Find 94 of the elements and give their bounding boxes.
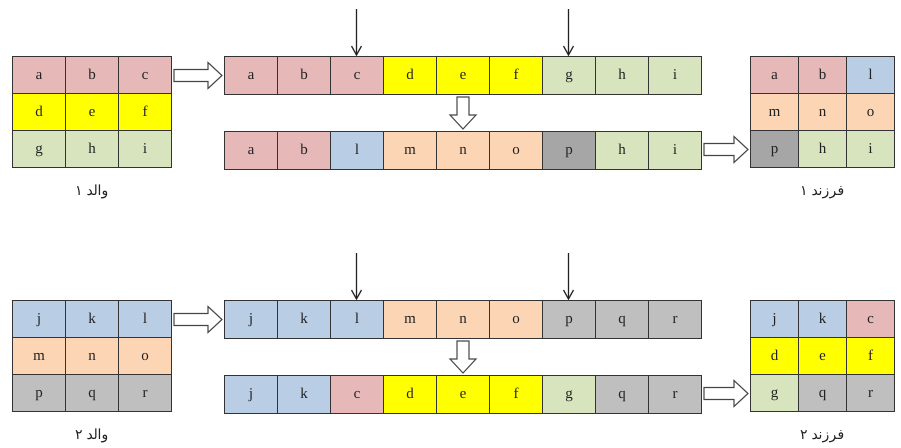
gene-cell: a [751, 57, 798, 93]
gene-cell: f [119, 94, 171, 130]
gene-cell: g [751, 375, 798, 411]
gene-cell: o [490, 132, 542, 169]
gene-cell: c [847, 301, 894, 337]
block-arrow [173, 61, 223, 90]
gene-cell: i [649, 132, 701, 169]
gene-cell: r [847, 375, 894, 411]
gene-cell: f [490, 376, 542, 413]
gene-cell: m [384, 132, 436, 169]
gene-cell: o [847, 94, 894, 130]
gene-cell: d [751, 338, 798, 374]
chromosome-strip [224, 56, 702, 95]
cut-point-arrow [562, 253, 574, 300]
gene-cell: g [543, 376, 595, 413]
cut-point-arrow [562, 9, 574, 56]
gene-cell: e [799, 338, 846, 374]
caption-text: والد ۲ [75, 427, 108, 444]
gene-cell: h [66, 131, 118, 167]
gene-cell: k [278, 376, 330, 413]
gene-cell: d [13, 94, 65, 130]
gene-cell: q [596, 301, 648, 338]
gene-cell: i [649, 57, 701, 94]
gene-cell: p [543, 132, 595, 169]
chromosome-strip [224, 375, 702, 414]
gene-cell: j [751, 301, 798, 337]
block-arrow [448, 96, 478, 130]
gene-cell: l [331, 132, 383, 169]
gene-cell: f [490, 57, 542, 94]
block-arrow [173, 305, 223, 334]
block-arrow [703, 135, 749, 164]
gene-cell: p [751, 131, 798, 167]
gene-cell: a [225, 132, 277, 169]
gene-cell: m [751, 94, 798, 130]
gene-cell: r [649, 376, 701, 413]
gene-cell: m [384, 301, 436, 338]
gene-cell: e [437, 376, 489, 413]
gene-cell: a [13, 57, 65, 93]
gene-cell: j [13, 301, 65, 337]
gene-cell: h [799, 131, 846, 167]
chromosome-grid [12, 56, 172, 168]
gene-cell: g [543, 57, 595, 94]
gene-cell: n [66, 338, 118, 374]
caption-text: فرزند ۱ [800, 183, 844, 200]
gene-cell: l [847, 57, 894, 93]
gene-cell: r [119, 375, 171, 411]
gene-cell: r [649, 301, 701, 338]
gene-cell: p [543, 301, 595, 338]
gene-cell: p [13, 375, 65, 411]
gene-cell: q [799, 375, 846, 411]
block-arrow [703, 379, 749, 408]
cut-point-arrow [350, 253, 362, 300]
gene-cell: d [384, 376, 436, 413]
gene-cell: m [13, 338, 65, 374]
gene-cell: n [437, 301, 489, 338]
cut-point-arrow [350, 9, 362, 56]
chromosome-grid [12, 300, 172, 412]
gene-cell: k [799, 301, 846, 337]
chromosome-strip [224, 131, 702, 170]
gene-cell: h [596, 132, 648, 169]
gene-cell: g [13, 131, 65, 167]
gene-cell: k [278, 301, 330, 338]
gene-cell: o [119, 338, 171, 374]
gene-cell: j [225, 301, 277, 338]
gene-cell: i [119, 131, 171, 167]
gene-cell: l [331, 301, 383, 338]
gene-cell: c [331, 57, 383, 94]
gene-cell: o [490, 301, 542, 338]
caption-text: فرزند ۲ [800, 427, 844, 444]
gene-cell: b [278, 57, 330, 94]
gene-cell: q [66, 375, 118, 411]
gene-cell: h [596, 57, 648, 94]
caption-text: والد ۱ [75, 183, 108, 200]
gene-cell: k [66, 301, 118, 337]
gene-cell: q [596, 376, 648, 413]
gene-cell: d [384, 57, 436, 94]
gene-cell: c [119, 57, 171, 93]
gene-cell: b [66, 57, 118, 93]
gene-cell: e [437, 57, 489, 94]
gene-cell: a [225, 57, 277, 94]
chromosome-grid [750, 300, 895, 412]
block-arrow [448, 340, 478, 374]
gene-cell: c [331, 376, 383, 413]
gene-cell: n [799, 94, 846, 130]
gene-cell: n [437, 132, 489, 169]
gene-cell: b [278, 132, 330, 169]
gene-cell: i [847, 131, 894, 167]
gene-cell: l [119, 301, 171, 337]
chromosome-strip [224, 300, 702, 339]
chromosome-grid [750, 56, 895, 168]
gene-cell: b [799, 57, 846, 93]
gene-cell: f [847, 338, 894, 374]
gene-cell: e [66, 94, 118, 130]
gene-cell: j [225, 376, 277, 413]
